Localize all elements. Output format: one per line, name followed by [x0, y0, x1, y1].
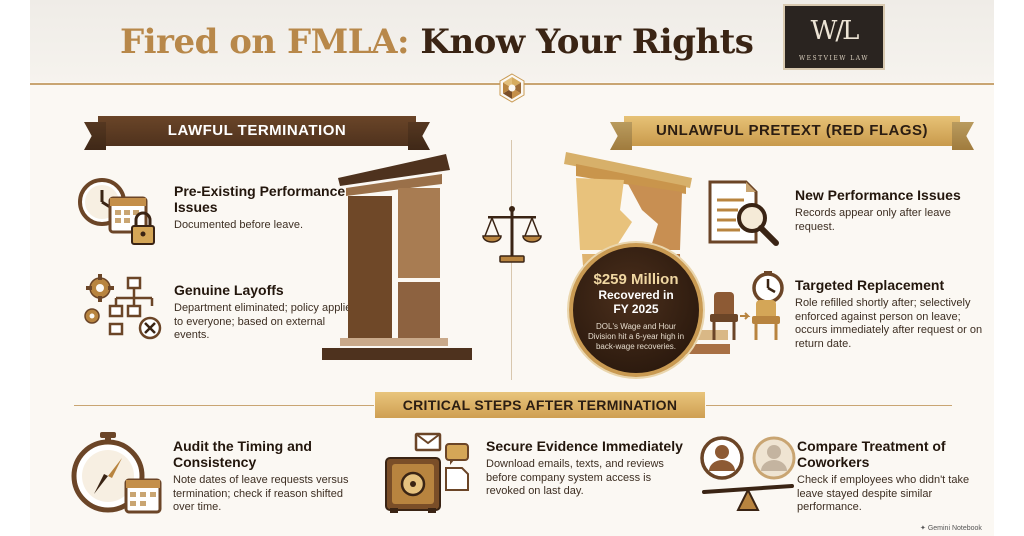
lawful-termination-banner: LAWFUL TERMINATION: [84, 116, 430, 150]
logo-monogram: W/L: [810, 16, 860, 46]
stopwatch-calendar-icon: [71, 432, 162, 514]
document-magnifier-icon: [708, 180, 779, 246]
right-item-1: New Performance Issues Records appear on…: [795, 187, 961, 233]
solid-pillar-icon: [322, 154, 472, 360]
unlawful-pretext-banner: UNLAWFUL PRETEXT (RED FLAGS): [610, 116, 974, 150]
page-title: Fired on FMLA: Know Your Rights: [120, 22, 754, 62]
step-item-2: Secure Evidence Immediately Download ema…: [486, 438, 683, 497]
gears-orgchart-icon: [84, 274, 162, 340]
clock-calendar-lock-icon: [78, 178, 155, 245]
hexagon-logo-icon: [499, 73, 525, 103]
steps-rule-left: [74, 405, 374, 406]
critical-steps-banner: CRITICAL STEPS AFTER TERMINATION: [375, 392, 705, 418]
stat-badge: $259 Million Recovered in FY 2025 DOL's …: [569, 243, 703, 377]
people-balance-icon: [700, 436, 796, 511]
logo-text: WESTVIEW LAW: [798, 55, 870, 62]
infographic: Fired on FMLA: Know Your Rights W/L WEST…: [30, 0, 994, 536]
scales-of-justice-icon: [482, 206, 542, 263]
safe-documents-icon: [385, 432, 469, 513]
sparkle-icon: ✦: [920, 525, 926, 532]
westview-law-logo: W/L WESTVIEW LAW: [783, 4, 885, 70]
left-item-2: Genuine Layoffs Department eliminated; p…: [174, 282, 358, 341]
right-item-2: Targeted Replacement Role refilled short…: [795, 277, 983, 350]
left-item-1: Pre-Existing Performance Issues Document…: [174, 183, 346, 231]
step-item-3: Compare Treatment of Coworkers Check if …: [797, 438, 970, 513]
step-item-1: Audit the Timing and Consistency Note da…: [173, 438, 349, 513]
steps-rule-right: [706, 405, 952, 406]
footer-credit: ✦ Gemini Notebook: [920, 525, 982, 532]
chairs-clock-icon: [710, 271, 784, 340]
